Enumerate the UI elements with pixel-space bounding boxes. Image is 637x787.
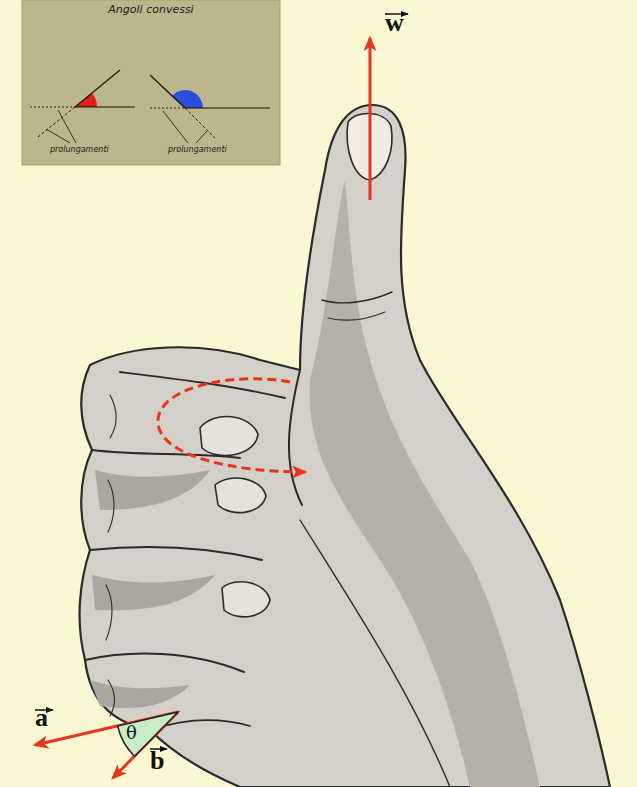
vector-b [113, 712, 178, 778]
vector-hat [150, 748, 167, 750]
finger-outline [90, 547, 262, 560]
finger-tip [215, 478, 266, 513]
angle-side [75, 106, 135, 107]
shading [90, 470, 215, 708]
wedge-shape [114, 708, 180, 760]
finger-outline [85, 654, 244, 672]
angle-wedge-fill [118, 712, 178, 756]
vector-hat [385, 13, 408, 15]
dashed-extension [38, 107, 75, 137]
vector-w [369, 38, 372, 200]
dotted-extension [30, 107, 75, 108]
thumb-crease [322, 292, 392, 303]
angle-wedge: θ [114, 708, 180, 760]
hand-silhouette [80, 105, 610, 787]
angle-side [185, 107, 270, 108]
palm-line [300, 520, 450, 787]
knuckle-creases [106, 395, 116, 716]
inset-panel [22, 0, 280, 165]
right-hand-drawing [80, 105, 610, 787]
vector-hat [35, 709, 53, 711]
rotation-arrow [158, 379, 305, 472]
finger-tip [200, 417, 258, 456]
dotted-extension [150, 108, 185, 109]
finger-outline [92, 450, 240, 458]
obtuse-angle-wedge [172, 90, 203, 108]
angle-side [75, 70, 120, 107]
thumb-crease [328, 312, 385, 320]
leader-lines [46, 110, 207, 143]
finger-tip [222, 582, 270, 617]
convex-angles-inset [22, 0, 280, 165]
shading [310, 180, 540, 787]
dashed-extension [185, 108, 215, 138]
angle-side [150, 75, 185, 108]
inset-box: Angoli convessiprolungamentiprolungament… [22, 0, 280, 165]
thumb-edge [289, 370, 302, 505]
